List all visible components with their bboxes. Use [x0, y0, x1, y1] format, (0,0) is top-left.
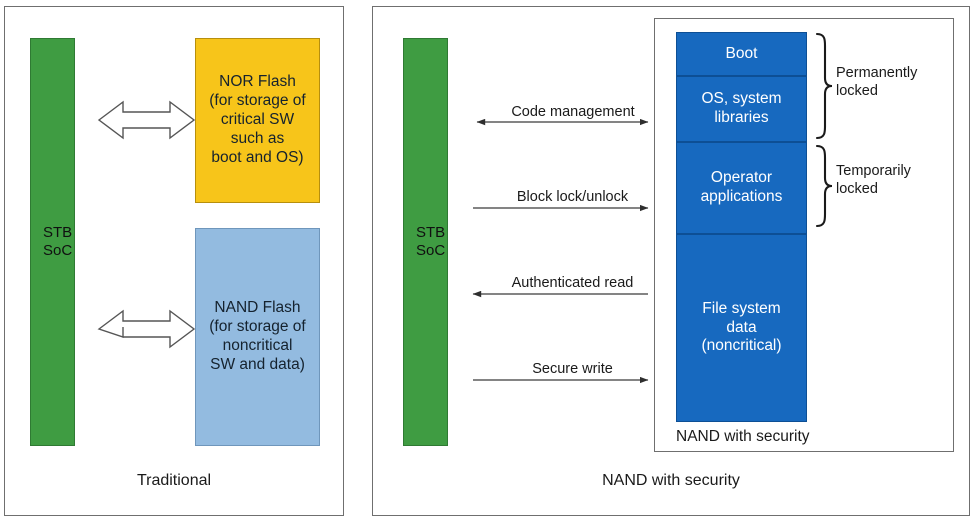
right-stb-soc-block: STB SoC	[403, 38, 448, 446]
caption-traditional: Traditional	[136, 472, 212, 489]
left-stb-soc-block: STB SoC	[30, 38, 75, 446]
nand-region-boot-label: Boot	[725, 44, 758, 62]
nand-region-file-system-data-label: File system data (noncritical)	[701, 299, 782, 355]
nand-region-operator-applications-label: Operator applications	[700, 169, 783, 205]
left-stb-soc-label: STB SoC	[43, 223, 73, 259]
lock-annotation-temporarily-locked: Temporarily locked	[836, 163, 911, 198]
nand-with-security-inner-caption: NAND with security	[676, 428, 810, 445]
nor-flash-block: NOR Flash (for storage of critical SW su…	[195, 38, 320, 203]
arrow-label-secure-write: Secure write	[532, 361, 613, 377]
nand-region-os-libraries-label: OS, system libraries	[701, 90, 782, 126]
arrow-label-code-management: Code management	[511, 104, 635, 120]
nand-flash-block: NAND Flash (for storage of noncritical S…	[195, 228, 320, 446]
nand-region-file-system-data: File system data (noncritical)	[676, 234, 807, 422]
nor-flash-label: NOR Flash (for storage of critical SW su…	[209, 73, 306, 166]
arrow-label-block-lock-unlock: Block lock/unlock	[516, 189, 629, 205]
lock-annotation-permanently-locked: Permanently locked	[836, 65, 918, 100]
caption-nand-with-security: NAND with security	[602, 472, 740, 489]
arrow-label-authenticated-read: Authenticated read	[511, 275, 634, 291]
nand-region-os-libraries: OS, system libraries	[676, 76, 807, 142]
nand-region-boot: Boot	[676, 32, 807, 76]
right-stb-soc-label: STB SoC	[416, 223, 446, 259]
nand-region-operator-applications: Operator applications	[676, 142, 807, 234]
nand-flash-label: NAND Flash (for storage of noncritical S…	[209, 299, 306, 373]
